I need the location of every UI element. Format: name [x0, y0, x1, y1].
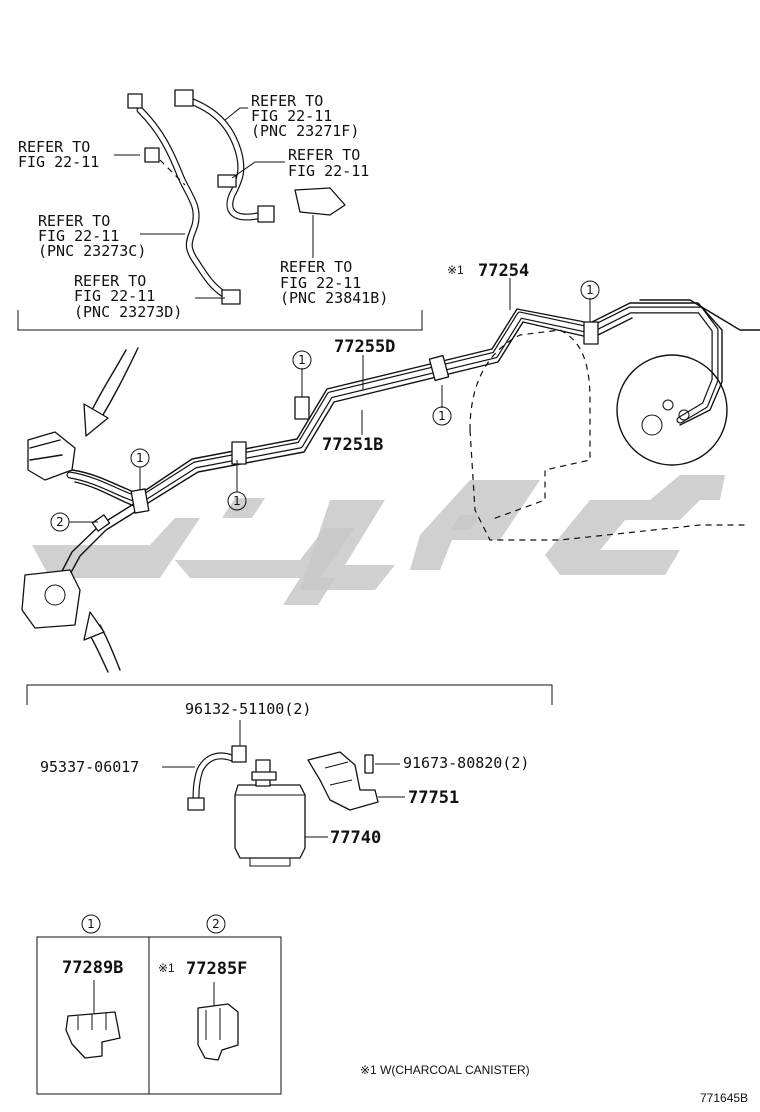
canister-bracket	[307, 751, 379, 811]
svg-text:2: 2	[212, 917, 220, 931]
svg-text:1: 1	[233, 494, 241, 508]
callout-2-a: 2	[50, 512, 70, 532]
vsv-bracket	[294, 187, 346, 216]
part-77251B: 77251B	[322, 435, 383, 455]
svg-text:1: 1	[438, 409, 446, 423]
hose-connector	[174, 89, 194, 107]
fuel-line-assembly	[21, 278, 760, 629]
clamp-1	[428, 354, 450, 382]
star-mark: ※1	[447, 263, 464, 277]
clamp-1	[583, 321, 599, 345]
svg-text:1: 1	[586, 283, 594, 297]
callout-1-d: 1	[432, 406, 452, 426]
svg-text:2: 2	[56, 515, 64, 529]
callout-1-a: 1	[130, 448, 150, 468]
clamp-77289B	[65, 1011, 121, 1059]
hose-connector	[221, 289, 241, 305]
part-77285F: 77285F	[186, 959, 247, 979]
clamp-1	[294, 396, 310, 420]
watermark-logo	[32, 475, 725, 605]
clamp	[91, 514, 111, 532]
part-77255D: 77255D	[334, 337, 395, 357]
star-mark: ※1	[158, 961, 175, 975]
hose-connector	[127, 93, 143, 109]
inset-top	[17, 89, 423, 331]
hose-connector	[257, 205, 275, 223]
part-77751: 77751	[408, 788, 459, 808]
figure-id: 771645B	[700, 1091, 748, 1105]
callout-1-c: 1	[292, 350, 312, 370]
clamp-1	[130, 488, 150, 514]
callout-1-e: 1	[580, 280, 600, 300]
svg-text:1: 1	[87, 917, 95, 931]
arrow-up	[83, 611, 121, 673]
hose-end	[187, 797, 205, 811]
charcoal-canister	[234, 784, 306, 859]
part-95337: 95337-06017	[40, 758, 139, 776]
part-91673: 91673-80820(2)	[403, 754, 529, 772]
part-77289B: 77289B	[62, 958, 123, 978]
part-96132: 96132-51100(2)	[185, 700, 311, 718]
canister-outline	[21, 569, 81, 629]
svg-text:1: 1	[136, 451, 144, 465]
hose-clip	[231, 745, 247, 763]
clamp-77285F	[197, 1003, 239, 1061]
bottom-bracket	[26, 684, 553, 705]
clip	[217, 174, 237, 188]
svg-text:1: 1	[298, 353, 306, 367]
clip	[144, 147, 160, 163]
part-77740: 77740	[330, 828, 381, 848]
clamp-1	[231, 441, 247, 465]
bolt	[364, 754, 374, 774]
footnote: ※1 W(CHARCOAL CANISTER)	[360, 1063, 530, 1077]
callout-1-b: 1	[227, 491, 247, 511]
arrow-down	[83, 347, 139, 437]
canister-assembly	[162, 720, 405, 867]
part-77254: 77254	[478, 261, 529, 281]
clamp-legend: 1 2	[36, 914, 282, 1095]
